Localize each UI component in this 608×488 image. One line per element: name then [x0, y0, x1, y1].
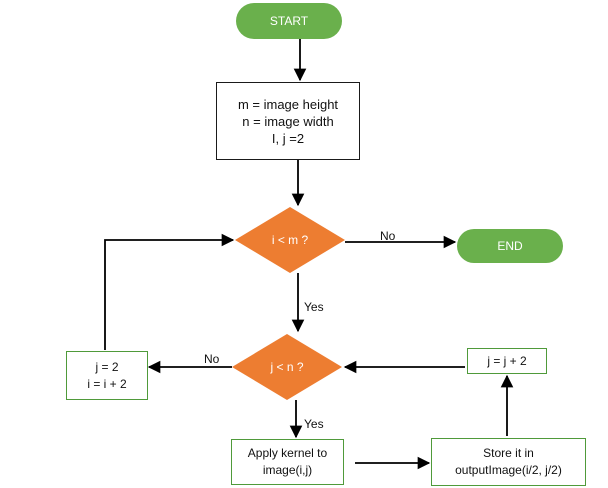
apply-line-2: image(i,j) [262, 463, 313, 477]
edge-label-cond-i-no: No [380, 229, 396, 243]
edge-label-cond-j-yes: Yes [304, 417, 324, 431]
apply-kernel-process-box: Apply kernel to image(i,j) [231, 439, 344, 485]
store-output-process-box: Store it in outputImage(i/2, j/2) [431, 438, 586, 486]
edge-label-cond-i-yes: Yes [304, 300, 324, 314]
inc-j-process-box: j = j + 2 [467, 348, 547, 374]
store-line-2: outputImage(i/2, j/2) [455, 463, 562, 477]
reset-j-process-box: j = 2 i = i + 2 [66, 351, 148, 400]
edge-label-cond-j-no: No [204, 352, 220, 366]
start-label: START [269, 14, 309, 28]
inc-j-label: j = j + 2 [487, 353, 527, 368]
decision-j-less-n-label: j < n ? [270, 360, 304, 374]
store-line-1: Store it in [483, 446, 534, 460]
reset-j-line-2: i = i + 2 [87, 376, 127, 391]
decision-j-less-n-shape [232, 334, 342, 400]
init-line-height: m = image height [237, 96, 339, 112]
apply-line-1: Apply kernel to [247, 446, 328, 460]
init-process-box: m = image height n = image width I, j =2 [216, 82, 360, 160]
reset-j-line-1: j = 2 [95, 359, 119, 374]
end-label: END [497, 239, 523, 253]
init-line-indices: I, j =2 [271, 130, 305, 146]
decision-i-less-m-label: i < m ? [271, 233, 309, 247]
decision-i-less-m-shape [235, 207, 345, 273]
start-terminal: START [236, 3, 342, 39]
init-line-width: n = image width [242, 113, 334, 129]
end-terminal: END [457, 229, 563, 263]
edge-reset-j-to-cond-i [104, 233, 235, 350]
